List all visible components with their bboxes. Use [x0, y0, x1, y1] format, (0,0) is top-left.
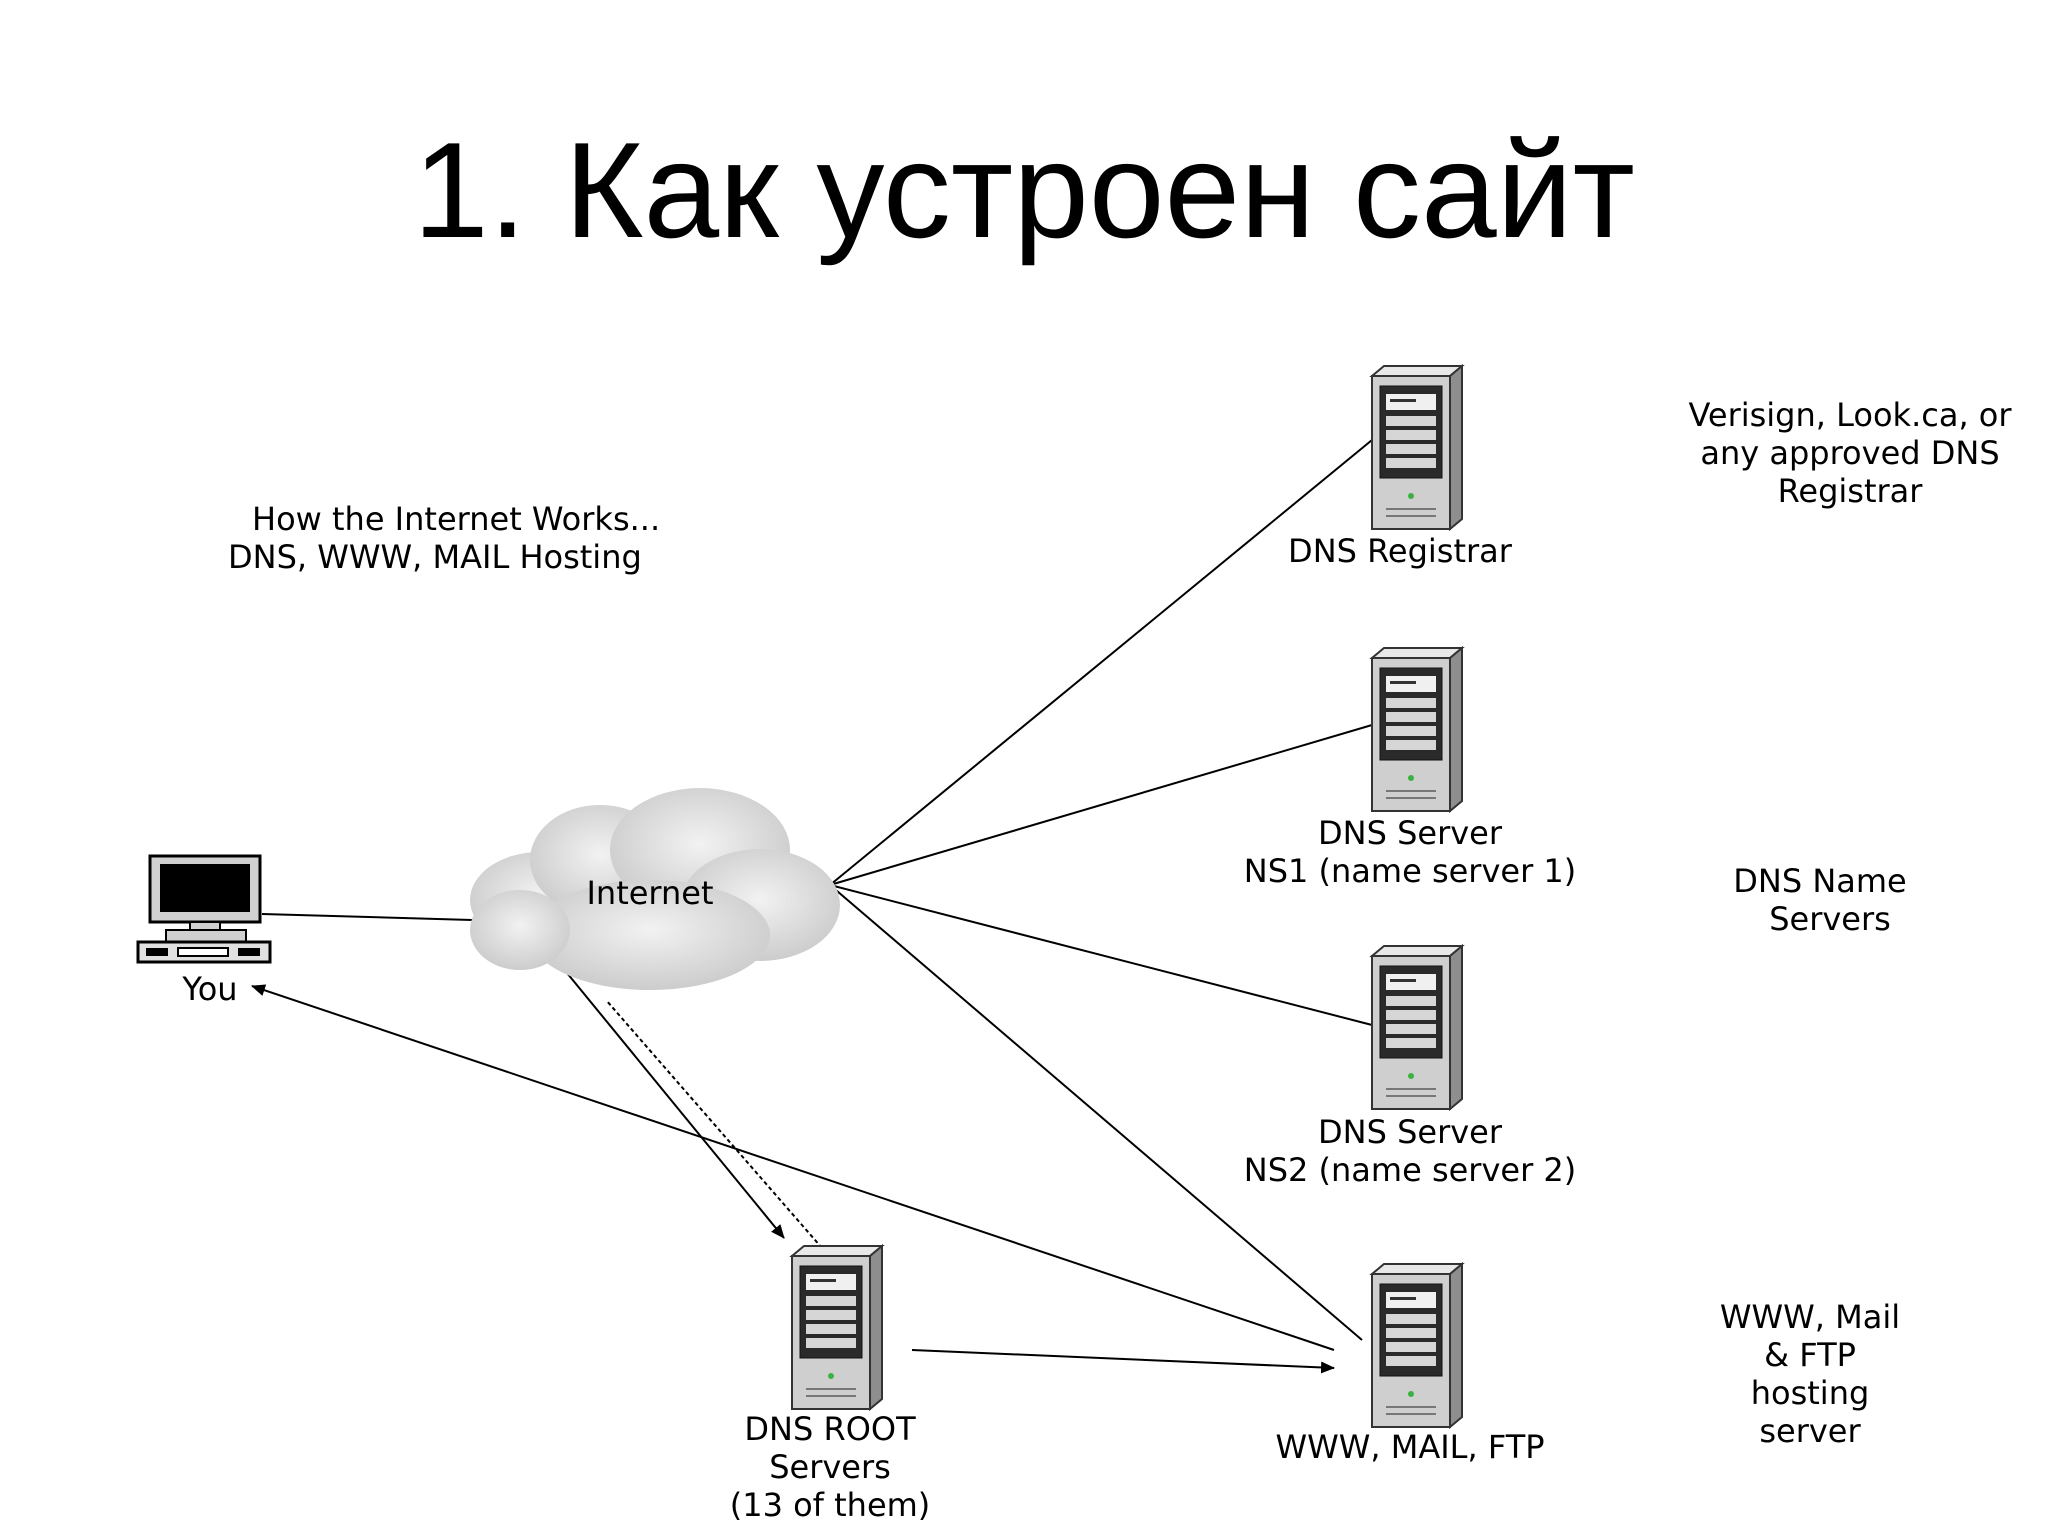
- connection-lines: [261, 439, 1373, 1341]
- desktop-computer-icon: [136, 854, 272, 964]
- server-tower-icon-registrar: [1371, 365, 1463, 530]
- edge-root-hosting-arrow: [911, 1349, 1335, 1374]
- node-label-internet: Internet: [586, 874, 714, 912]
- node-label-root: DNS ROOT Servers (13 of them): [729, 1410, 931, 1524]
- arrow-lines: [251, 961, 1335, 1374]
- note-registrar: Verisign, Look.ca, or any approved DNS R…: [1688, 396, 2012, 510]
- diagram-intro: How the Internet Works... DNS, WWW, MAIL…: [228, 500, 660, 576]
- node-label-ns2: DNS Server NS2 (name server 2): [1243, 1113, 1577, 1189]
- server-tower-icon-root: [791, 1245, 883, 1410]
- intro-line-1: How the Internet Works...: [252, 500, 661, 538]
- server-tower-icon-ns2: [1371, 945, 1463, 1110]
- edge-internet-registrar: [829, 439, 1373, 886]
- edge-root-internet: [605, 999, 823, 1249]
- edge-internet-root-arrow: [557, 961, 785, 1239]
- note-name-servers: DNS Name Servers: [1733, 862, 1907, 938]
- edge-you-internet: [261, 913, 473, 921]
- node-label-ns1: DNS Server NS1 (name server 1): [1243, 814, 1577, 890]
- edge-internet-ns2: [829, 884, 1373, 1026]
- server-tower-icon-hosting: [1371, 1263, 1463, 1428]
- node-label-you: You: [182, 970, 238, 1008]
- edge-internet-ns1: [829, 724, 1373, 886]
- cloud-icon: [470, 788, 840, 990]
- page-title: 1. Как устроен сайт: [413, 114, 1635, 266]
- edge-internet-hosting: [829, 884, 1363, 1341]
- server-tower-icon-ns1: [1371, 647, 1463, 812]
- node-label-hosting: WWW, MAIL, FTP: [1275, 1428, 1545, 1466]
- note-hosting: WWW, Mail & FTP hosting server: [1719, 1298, 1901, 1450]
- node-label-dns-registrar: DNS Registrar: [1288, 532, 1512, 570]
- edge-hosting-you-arrow: [251, 984, 1335, 1351]
- intro-line-2: DNS, WWW, MAIL Hosting: [228, 538, 642, 576]
